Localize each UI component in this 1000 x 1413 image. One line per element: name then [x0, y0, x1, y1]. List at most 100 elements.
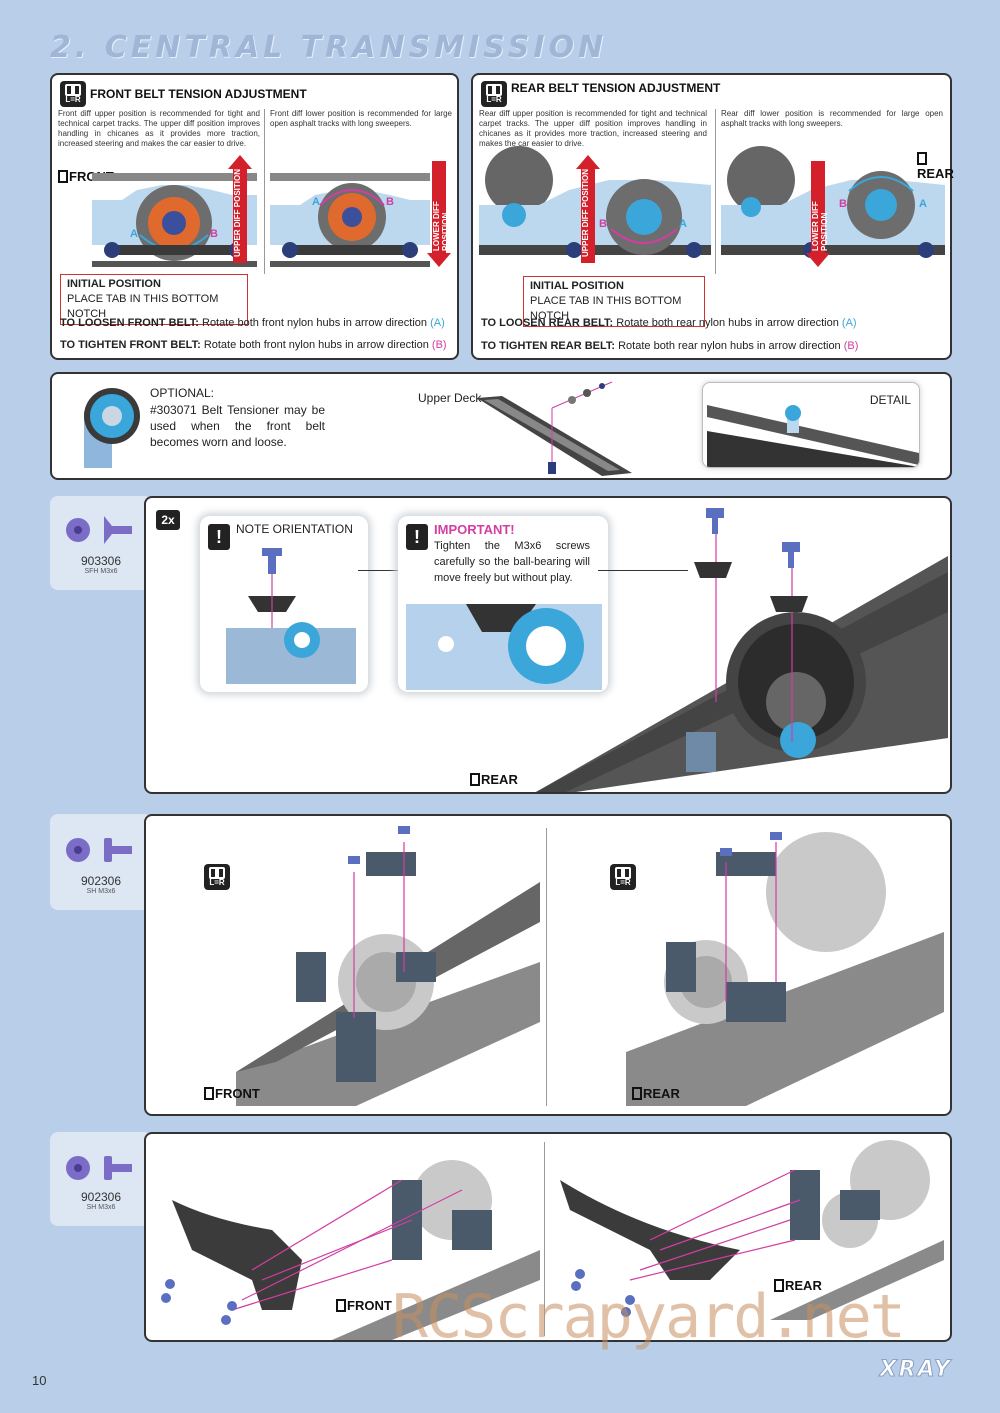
- rear-loosen-line: TO LOOSEN REAR BELT: Rotate both rear ny…: [481, 317, 857, 329]
- optional-text: #303071 Belt Tensioner may be used when …: [150, 403, 325, 449]
- step1-part-number: 903306: [80, 554, 122, 568]
- step1-side-tag: REAR: [470, 772, 518, 787]
- important-callout: ! IMPORTANT! Tighten the M3x6 screws car…: [398, 516, 608, 692]
- front-initial-text: PLACE TAB IN THIS BOTTOM NOTCH: [67, 293, 219, 320]
- socket-head-screw-icon: [66, 838, 132, 862]
- front-initial-position-box: INITIAL POSITION PLACE TAB IN THIS BOTTO…: [60, 274, 248, 325]
- upper-deck-label: Upper Deck: [418, 391, 482, 405]
- watermark: RCScrapyard.net: [392, 1282, 906, 1352]
- rear-panel-heading: REAR BELT TENSION ADJUSTMENT: [511, 81, 721, 95]
- lower-diff-arrow: LOWER DIFF POSITION: [432, 161, 450, 255]
- front-panel-heading: FRONT BELT TENSION ADJUSTMENT: [90, 87, 307, 101]
- step3-part-desc: SH M3x6: [86, 1204, 116, 1211]
- front-diff-upper-illustration: A B: [92, 173, 257, 267]
- rear-lower-arrow-a: A: [919, 198, 927, 210]
- optional-heading: OPTIONAL:: [150, 386, 215, 400]
- lr-symbol-icon: L=R: [481, 81, 507, 107]
- step3-front-tag: FRONT: [336, 1298, 392, 1313]
- front-tag-frame-icon: [58, 170, 68, 183]
- rear-belt-panel: L=R REAR BELT TENSION ADJUSTMENT Rear di…: [471, 73, 954, 360]
- important-title: IMPORTANT!: [434, 522, 515, 537]
- rear-lower-note: Rear diff lower position is recommended …: [721, 109, 943, 128]
- step2-panel: L=R L=R FRONT REAR: [144, 814, 952, 1116]
- optional-panel: OPTIONAL: #303071 Belt Tensioner may be …: [50, 372, 952, 480]
- step3-front-tag-frame-icon: [336, 1299, 346, 1312]
- front-lower-arrow-a: A: [312, 196, 320, 208]
- front-lower-arrow-b: B: [386, 196, 394, 208]
- socket-head-screw-icon: [66, 1156, 132, 1180]
- note-orientation-title: NOTE ORIENTATION: [236, 522, 353, 536]
- step3-front-illustration: [161, 1160, 540, 1340]
- step2-rear-tag: REAR: [632, 1086, 680, 1101]
- bearing-closeup-illustration: [406, 604, 602, 690]
- step2-front-illustration: [236, 826, 540, 1106]
- step2-front-tag: FRONT: [204, 1086, 260, 1101]
- rear-tighten-line: TO TIGHTEN REAR BELT: Rotate both rear n…: [481, 340, 859, 352]
- step2-front-tag-frame-icon: [204, 1087, 214, 1100]
- upper-diff-arrow: UPPER DIFF POSITION: [233, 167, 247, 263]
- rear-diff-upper-illustration: B A: [479, 146, 711, 258]
- rear-upper-arrow-head-icon: [576, 155, 600, 169]
- rear-arrow-b: B: [599, 218, 607, 230]
- step2-rear-tag-frame-icon: [632, 1087, 642, 1100]
- detail-label: DETAIL: [869, 393, 911, 407]
- front-arrow-b: B: [210, 228, 218, 240]
- callout-connector-line: [358, 570, 416, 571]
- belt-tensioner-part-illustration: [84, 388, 140, 468]
- rear-upper-diff-arrow: UPPER DIFF POSITION: [581, 167, 595, 263]
- step1-panel: 2x ! NOTE ORIENTATION ! IMPORTANT! Tight…: [144, 496, 952, 794]
- step2-divider: [546, 828, 547, 1106]
- rear-arrow-a: A: [679, 218, 687, 230]
- step2-left-lr-icon: L=R: [204, 864, 230, 890]
- step2-part-desc: SH M3x6: [86, 888, 116, 895]
- rear-diff-lower-illustration: B A: [721, 146, 945, 258]
- upper-arrow-head-icon: [228, 155, 252, 169]
- rear-lower-arrow-head-icon: [806, 253, 830, 267]
- rear-side-tag: REAR: [917, 151, 954, 181]
- step3-parts-box: 902306 SH M3x6: [50, 1132, 152, 1226]
- front-arrow-a: A: [130, 228, 138, 240]
- step2-part-number: 902306: [80, 874, 122, 888]
- front-upper-note: Front diff upper position is recommended…: [58, 109, 260, 148]
- step3-rear-illustration: [560, 1140, 944, 1320]
- page-title: 2. CENTRAL TRANSMISSION: [50, 30, 608, 65]
- page-number: 10: [32, 1373, 47, 1388]
- important-text: Tighten the M3x6 screws carefully so the…: [434, 540, 590, 584]
- step1-part-desc: SFH M3x6: [84, 568, 118, 575]
- step2-right-lr-icon: L=R: [610, 864, 636, 890]
- lower-diff-label: LOWER DIFF POSITION: [432, 201, 450, 251]
- upper-deck-illustration: [477, 381, 632, 476]
- front-loosen-line: TO LOOSEN FRONT BELT: Rotate both front …: [60, 317, 445, 329]
- rear-initial-text: PLACE TAB IN THIS BOTTOM NOTCH: [530, 295, 682, 322]
- brand-logo: XRAY: [879, 1357, 952, 1383]
- front-tighten-line: TO TIGHTEN FRONT BELT: Rotate both front…: [60, 339, 447, 351]
- step2-parts-box: 902306 SH M3x6: [50, 814, 152, 910]
- rear-initial-position-box: INITIAL POSITION PLACE TAB IN THIS BOTTO…: [523, 276, 705, 327]
- rear-divider: [715, 109, 716, 274]
- step3-rear-tag: REAR: [774, 1278, 822, 1293]
- rear-upper-diff-label: UPPER DIFF POSITION: [581, 168, 590, 257]
- rear-initial-title: INITIAL POSITION: [530, 280, 624, 292]
- rear-tag-frame-icon: [917, 152, 927, 165]
- orientation-illustration: [226, 548, 356, 684]
- front-lower-note: Front diff lower position is recommended…: [270, 109, 452, 128]
- warning-icon: !: [208, 524, 230, 550]
- callout-connector-line-2: [598, 570, 688, 571]
- step3-rear-tag-frame-icon: [774, 1279, 784, 1292]
- rear-lower-diff-label: LOWER DIFF POSITION: [811, 201, 829, 251]
- rear-lower-diff-arrow: LOWER DIFF POSITION: [811, 161, 829, 255]
- step1-chassis-illustration: [536, 508, 948, 792]
- step3-divider: [544, 1142, 545, 1336]
- step3-part-number: 902306: [80, 1190, 122, 1204]
- rear-upper-note: Rear diff upper position is recommended …: [479, 109, 707, 148]
- step2-rear-illustration: [626, 832, 944, 1106]
- step1-tag-frame-icon: [470, 773, 480, 786]
- lower-arrow-head-icon: [427, 253, 451, 267]
- step3-panel: FRONT REAR: [144, 1132, 952, 1342]
- important-warning-icon: !: [406, 524, 428, 550]
- front-diff-lower-illustration: A B: [270, 173, 430, 267]
- step1-parts-box: 903306 SFH M3x6: [50, 496, 152, 590]
- lr-symbol-icon: L=R: [60, 81, 86, 107]
- note-orientation-callout: ! NOTE ORIENTATION: [200, 516, 368, 692]
- flat-head-screw-icon: [66, 516, 132, 544]
